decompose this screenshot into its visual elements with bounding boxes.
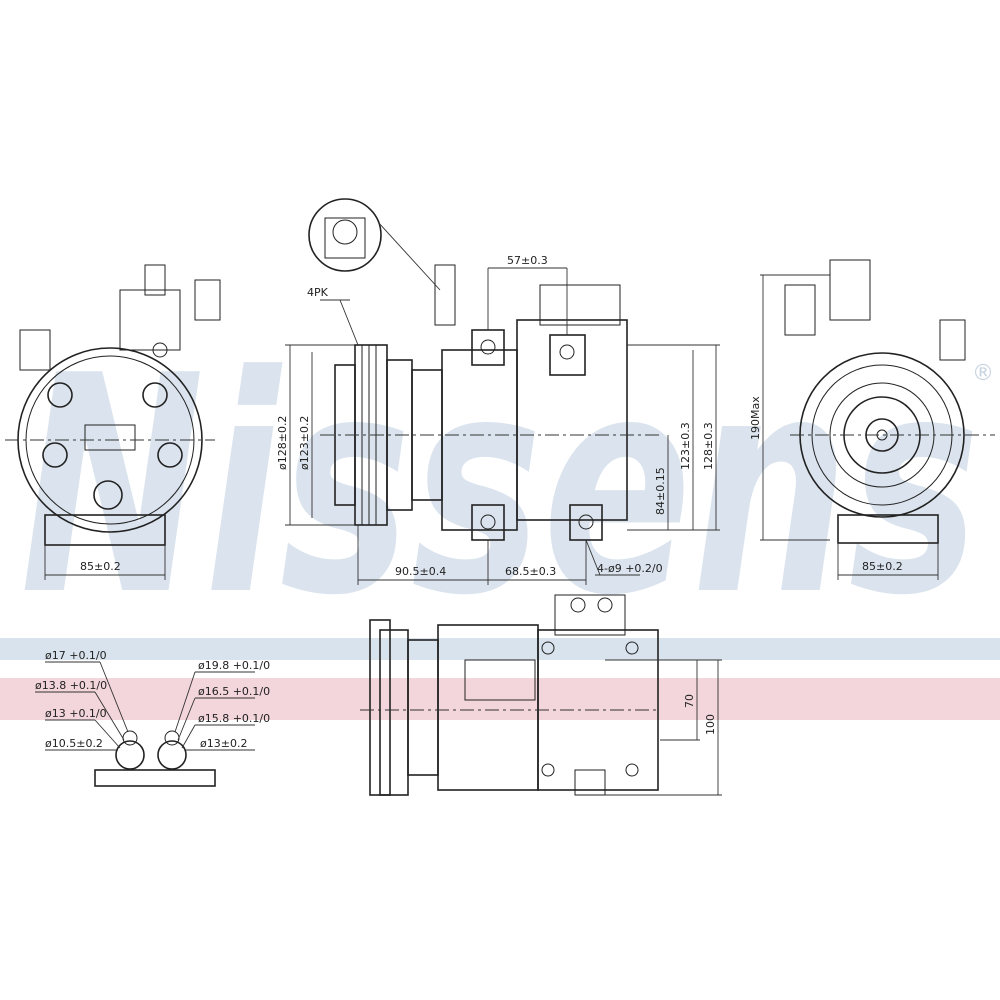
registered-mark: ® xyxy=(972,361,994,386)
port-right-4-label: ø13±0.2 xyxy=(200,737,247,750)
rear-view xyxy=(784,259,995,580)
overall-width-label: 100 xyxy=(704,714,717,735)
port-detail xyxy=(35,661,255,787)
connector-detail xyxy=(308,198,441,291)
front-view xyxy=(5,264,221,580)
port-right-3-label: ø15.8 +0.1/0 xyxy=(198,712,270,725)
port-height-label: 70 xyxy=(683,694,696,708)
mount-spacing-label: 68.5±0.3 xyxy=(505,565,556,578)
belt-label: 4PK xyxy=(307,286,329,299)
top-view xyxy=(360,594,722,796)
port-right-2-label: ø16.5 +0.1/0 xyxy=(198,685,270,698)
port-left-4-label: ø10.5±0.2 xyxy=(45,737,103,750)
blue-band xyxy=(0,638,1000,660)
mount-offset-label: 84±0.15 xyxy=(654,467,667,515)
rear-width-label: 85±0.2 xyxy=(862,560,903,573)
port-spacing-label: 57±0.3 xyxy=(507,254,548,267)
mount-holes-label: 4-ø9 +0.2/0 xyxy=(597,562,663,575)
overall-height-label: 190Max xyxy=(749,396,762,440)
pink-band xyxy=(0,678,1000,720)
port-left-2-label: ø13.8 +0.1/0 xyxy=(35,679,107,692)
port-right-1-label: ø19.8 +0.1/0 xyxy=(198,659,270,672)
body-height-a-label: 123±0.3 xyxy=(679,422,692,470)
port-left-3-label: ø13 +0.1/0 xyxy=(45,707,107,720)
side-view xyxy=(285,264,830,585)
front-width-label: 85±0.2 xyxy=(80,560,121,573)
body-height-b-label: 128±0.3 xyxy=(702,422,715,470)
port-left-1-label: ø17 +0.1/0 xyxy=(45,649,107,662)
pulley-to-mount-label: 90.5±0.4 xyxy=(395,565,446,578)
pulley-inner-dia-label: ø123±0.2 xyxy=(298,416,311,470)
pulley-outer-dia-label: ø128±0.2 xyxy=(276,416,289,470)
